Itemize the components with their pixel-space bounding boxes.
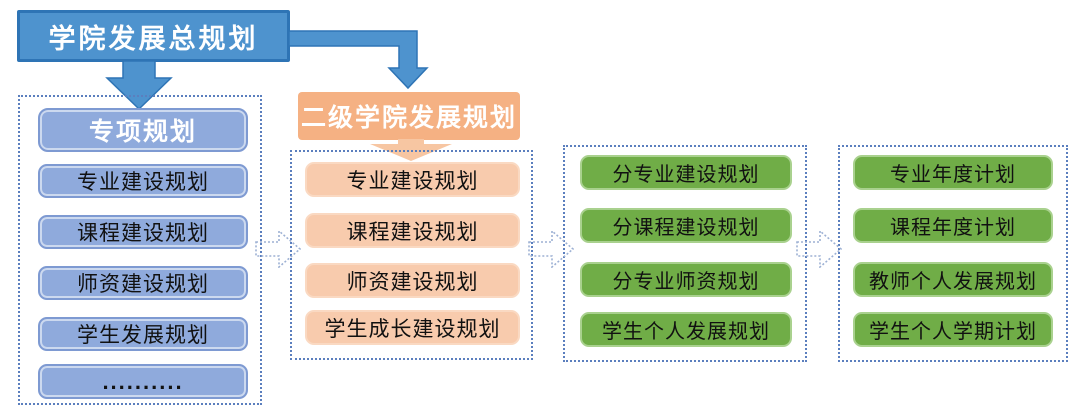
col4-item-box: 学生个人学期计划 (853, 312, 1053, 347)
flow-arrow-icon (796, 230, 842, 268)
col2-header-box: 二级学院发展规划 (298, 92, 520, 140)
down-arrow-icon (105, 61, 173, 111)
col1-item-box: 课程建设规划 (38, 215, 248, 249)
col3-item-box: 分专业师资规划 (580, 262, 792, 297)
column4-container (838, 145, 1068, 362)
column3-container (563, 145, 807, 362)
col2-item-box: 专业建设规划 (305, 162, 520, 197)
column2-container (290, 150, 533, 360)
col2-item-box: 师资建设规划 (305, 263, 520, 298)
col4-item-box: 课程年度计划 (853, 208, 1053, 243)
col1-item-box: 专业建设规划 (38, 164, 248, 198)
flow-arrow-icon (528, 230, 574, 268)
col1-item-box: 学生发展规划 (38, 317, 248, 351)
flow-arrow-icon (255, 230, 301, 268)
col3-item-box: 分专业建设规划 (580, 155, 792, 190)
column1-container (18, 95, 262, 405)
col4-item-box: 教师个人发展规划 (853, 262, 1053, 297)
col2-item-box: 课程建设规划 (305, 213, 520, 248)
col2-item-box: 学生成长建设规划 (305, 310, 520, 345)
col1-item-box: 师资建设规划 (38, 266, 248, 300)
col1-ellipsis-box: .......... (38, 364, 248, 399)
root-plan-box: 学院发展总规划 (17, 10, 290, 62)
col3-item-box: 分课程建设规划 (580, 208, 792, 243)
col4-item-box: 专业年度计划 (853, 155, 1053, 190)
col3-item-box: 学生个人发展规划 (580, 312, 792, 347)
elbow-arrow-icon (289, 30, 429, 90)
col1-header-box: 专项规划 (38, 108, 248, 152)
